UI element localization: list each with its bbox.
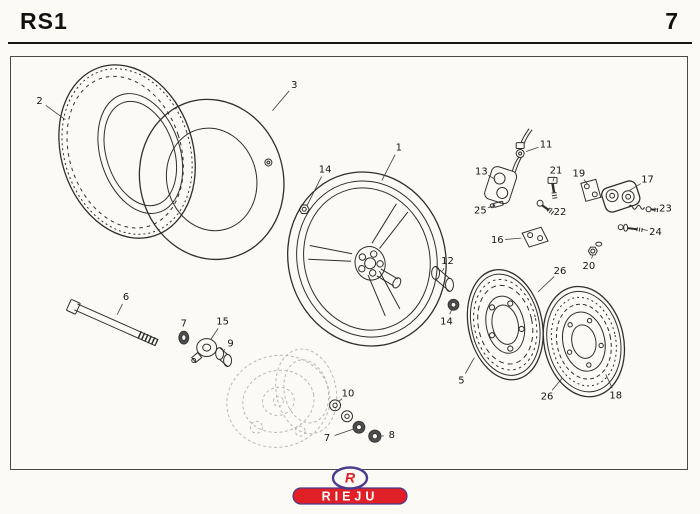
callout-leader-bracket-nut <box>591 254 594 259</box>
callout-caliper-bolt-upper: 21 <box>550 165 563 176</box>
callout-leader-wheel-rim <box>381 154 396 181</box>
callout-leader-disc-bolt-lower <box>551 378 563 391</box>
bracket-bolt-drawing <box>617 223 644 233</box>
callout-leader-caliper-pin <box>487 204 496 209</box>
caliper-bolt-lower-drawing <box>536 199 555 215</box>
axle-washer-right-drawing <box>352 420 366 434</box>
brand-logo: R RIEJU <box>292 466 408 505</box>
hose-bracket-drawing <box>521 226 549 248</box>
callout-leader-brake-caliper-left <box>488 175 496 180</box>
callout-leader-tire <box>45 105 66 121</box>
callout-axle-end-nut: 8 <box>389 430 395 441</box>
brake-disc-wave-drawing <box>542 285 626 398</box>
callout-leader-disc-bolt-upper <box>537 276 555 293</box>
speedo-drive-drawing <box>191 338 218 364</box>
callout-brake-disc-front: 5 <box>458 375 464 386</box>
rim-nut-drawing <box>298 204 310 215</box>
callout-leader-caliper-bolt-lower <box>549 207 553 210</box>
brand-bar <box>292 487 408 505</box>
callout-speedo-drive: 15 <box>216 317 229 328</box>
callout-leader-front-axle <box>116 303 123 315</box>
callout-leader-spacer-washer <box>449 307 453 315</box>
callout-bracket-bolt: 24 <box>649 227 662 238</box>
axle-end-nut-drawing <box>368 429 382 443</box>
callout-leader-brake-disc-front <box>465 357 475 374</box>
callout-caliper-bolt-lower: 22 <box>554 207 567 218</box>
callout-leader-hub-spacer <box>222 348 226 352</box>
caliper-bolt-upper-drawing <box>547 176 558 200</box>
callout-brake-disc-wave: 18 <box>609 390 622 401</box>
callout-leader-speedo-drive <box>210 328 219 340</box>
tire-drawing <box>58 64 196 239</box>
callout-leader-brake-caliper-right <box>629 183 641 191</box>
callout-leader-brake-hose <box>526 146 539 152</box>
callout-leader-brake-disc-wave <box>605 374 613 389</box>
brake-disc-front-drawing <box>466 269 544 381</box>
callout-leader-inner-tube <box>272 90 290 111</box>
callout-leader-rim-nut <box>306 176 322 206</box>
callout-brake-caliper-right: 17 <box>641 174 654 185</box>
callout-disc-bolt-lower: 26 <box>541 391 554 402</box>
wheel-rim-drawing <box>287 171 447 347</box>
spacer-washer-drawing <box>447 298 460 311</box>
caliper-bracket-drawing <box>580 178 602 202</box>
callout-disc-bolt-upper: 26 <box>554 266 567 277</box>
callout-leader-hose-bracket <box>505 237 522 240</box>
inner-tube-drawing <box>138 98 285 261</box>
callout-leader-wheel-spacer <box>442 267 445 272</box>
axle-washer-left-drawing <box>178 330 190 345</box>
front-axle-drawing <box>66 299 159 347</box>
callout-spacer-washer: 14 <box>440 317 453 328</box>
header-divider <box>8 42 692 44</box>
callout-hub-spacer: 9 <box>227 339 233 350</box>
callout-brake-hose: 11 <box>540 140 553 151</box>
footer-logo: R RIEJU <box>0 464 700 514</box>
callout-tire: 2 <box>36 96 42 107</box>
page-number: 7 <box>665 8 678 34</box>
callout-bolt-with-spring: 23 <box>659 203 672 214</box>
brand-emblem-letter: R <box>345 470 356 486</box>
brake-caliper-right-drawing <box>601 180 641 213</box>
callout-wheel-rim: 1 <box>396 143 402 154</box>
brake-caliper-left-drawing <box>484 128 533 205</box>
callout-wheel-spacer: 12 <box>441 256 454 267</box>
exploded-diagram: 2311411132119172325222416201226145261867… <box>36 64 672 448</box>
callout-leader-washer-pair <box>338 398 343 402</box>
callout-hose-bracket: 16 <box>491 235 504 246</box>
callout-washer-pair: 10 <box>342 388 355 399</box>
callout-leader-bracket-bolt <box>641 228 648 231</box>
callout-caliper-bracket: 19 <box>573 168 586 179</box>
callout-rim-nut: 14 <box>319 164 332 175</box>
callout-brake-caliper-left: 13 <box>475 166 488 177</box>
callout-leader-caliper-bracket <box>583 179 589 185</box>
callout-leader-caliper-bolt-upper <box>552 178 555 182</box>
brand-emblem-oval <box>331 466 369 490</box>
callout-leader-axle-washer-right <box>334 428 354 436</box>
washer-pair-drawing <box>329 399 353 423</box>
callout-axle-washer-right: 7 <box>324 433 330 444</box>
callout-caliper-pin: 25 <box>474 205 487 216</box>
bolt-with-spring-drawing <box>628 204 660 213</box>
caliper-pin-drawing <box>489 200 504 209</box>
wheel-spacer-drawing <box>431 265 454 292</box>
callout-axle-washer-left: 7 <box>181 319 187 330</box>
callout-inner-tube: 3 <box>291 80 297 91</box>
callout-bracket-nut: 20 <box>583 261 596 272</box>
brand-wordmark: RIEJU <box>322 490 379 504</box>
page-title: RS1 <box>20 8 68 34</box>
bracket-nut-drawing <box>587 241 603 256</box>
callout-front-axle: 6 <box>123 292 129 303</box>
